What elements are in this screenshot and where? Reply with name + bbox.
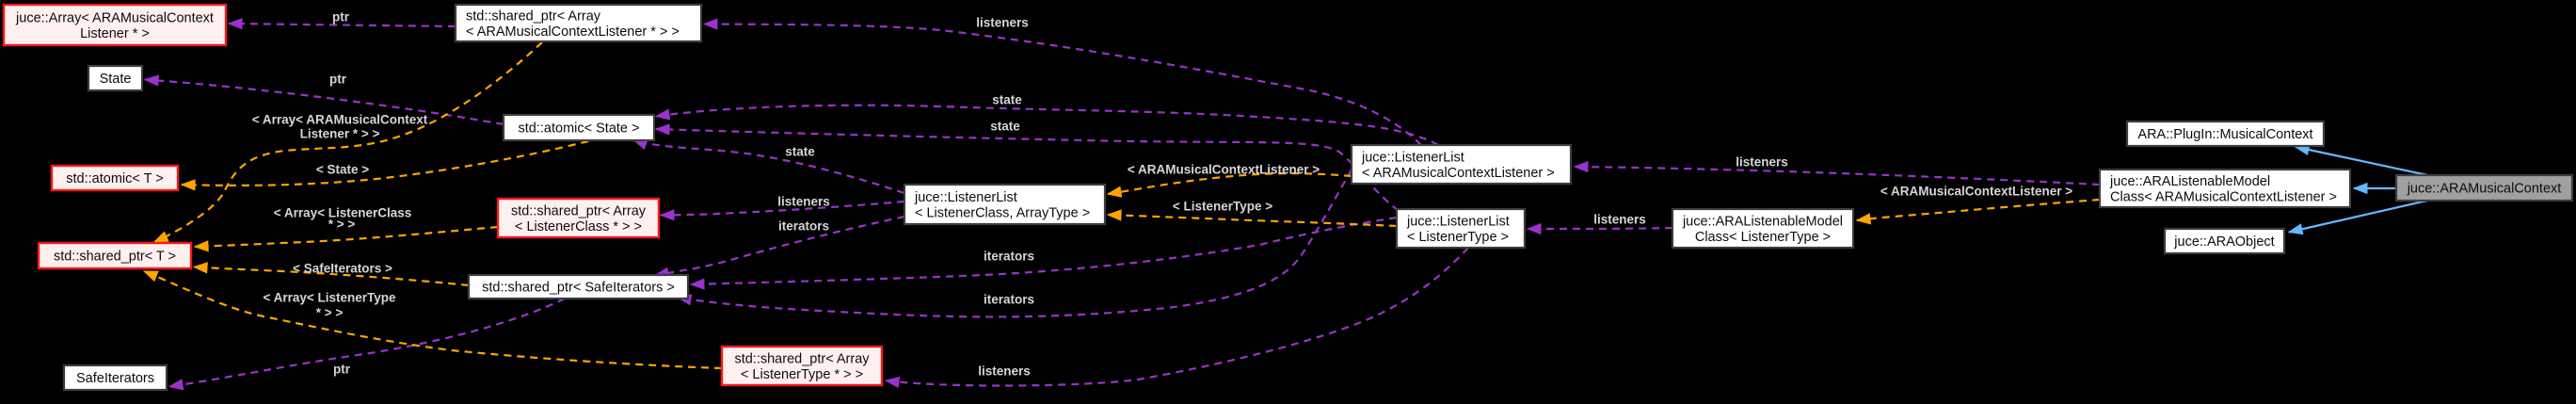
svg-text:iterators: iterators bbox=[778, 219, 829, 234]
svg-text:juce::ListenerList: juce::ListenerList bbox=[1361, 150, 1464, 165]
svg-text:juce::ARAMusicalContext: juce::ARAMusicalContext bbox=[2407, 182, 2562, 197]
svg-text:< Array< ListenerClass: < Array< ListenerClass bbox=[274, 206, 412, 220]
svg-text:juce::ListenerList: juce::ListenerList bbox=[1406, 214, 1510, 229]
svg-text:SafeIterators: SafeIterators bbox=[76, 371, 154, 386]
svg-text:listeners: listeners bbox=[1593, 213, 1646, 227]
svg-text:< ListenerType >: < ListenerType > bbox=[1173, 200, 1272, 214]
svg-text:listeners: listeners bbox=[976, 16, 1029, 30]
svg-text:juce::ARAObject: juce::ARAObject bbox=[2173, 234, 2274, 250]
svg-text:State: State bbox=[100, 72, 132, 87]
svg-text:ARA::PlugIn::MusicalContext: ARA::PlugIn::MusicalContext bbox=[2137, 127, 2312, 142]
svg-text:< SafeIterators >: < SafeIterators > bbox=[293, 262, 392, 276]
svg-text:state: state bbox=[990, 120, 1020, 134]
svg-text:std::shared_ptr< Array: std::shared_ptr< Array bbox=[511, 203, 647, 218]
svg-text:* > >: * > > bbox=[316, 306, 344, 320]
svg-text:listeners: listeners bbox=[1736, 155, 1788, 170]
svg-text:Class< ARAMusicalContextListen: Class< ARAMusicalContextListener > bbox=[2110, 189, 2337, 204]
svg-text:std::atomic< T >: std::atomic< T > bbox=[66, 171, 163, 186]
svg-text:< Array< ListenerType: < Array< ListenerType bbox=[263, 291, 396, 305]
svg-text:< ARAMusicalContextListener >: < ARAMusicalContextListener > bbox=[1362, 166, 1555, 181]
svg-text:< Array< ARAMusicalContext: < Array< ARAMusicalContext bbox=[252, 113, 428, 127]
svg-text:ptr: ptr bbox=[329, 73, 347, 87]
svg-text:Listener * > >: Listener * > > bbox=[300, 127, 380, 141]
svg-text:iterators: iterators bbox=[984, 250, 1034, 264]
svg-text:std::shared_ptr< T >: std::shared_ptr< T > bbox=[54, 250, 176, 265]
svg-text:< ListenerClass * > >: < ListenerClass * > > bbox=[515, 219, 642, 234]
svg-text:< ListenerClass, ArrayType >: < ListenerClass, ArrayType > bbox=[915, 205, 1090, 220]
svg-text:ptr: ptr bbox=[333, 363, 351, 377]
svg-text:* > >: * > > bbox=[328, 218, 356, 232]
svg-text:juce::ARAListenableModel: juce::ARAListenableModel bbox=[1682, 214, 1843, 229]
svg-text:std::shared_ptr< Array: std::shared_ptr< Array bbox=[734, 351, 870, 366]
svg-text:iterators: iterators bbox=[984, 293, 1034, 307]
svg-text:< ARAMusicalContextListener >: < ARAMusicalContextListener > bbox=[1128, 163, 1320, 177]
svg-text:juce::ARAListenableModel: juce::ARAListenableModel bbox=[2109, 174, 2270, 189]
svg-text:std::shared_ptr< SafeIterators: std::shared_ptr< SafeIterators > bbox=[482, 281, 675, 296]
svg-text:std::atomic< State >: std::atomic< State > bbox=[519, 121, 640, 137]
svg-text:ptr: ptr bbox=[332, 10, 350, 24]
svg-text:Listener * >: Listener * > bbox=[80, 26, 150, 41]
svg-text:Class< ListenerType >: Class< ListenerType > bbox=[1695, 230, 1831, 245]
svg-text:< ListenerType >: < ListenerType > bbox=[1407, 230, 1509, 245]
svg-text:< ARAMusicalContextListener *: < ARAMusicalContextListener * > > bbox=[466, 24, 680, 40]
svg-text:< State >: < State > bbox=[316, 163, 369, 177]
svg-text:juce::ListenerList: juce::ListenerList bbox=[914, 190, 1017, 205]
svg-text:juce::Array< ARAMusicalContext: juce::Array< ARAMusicalContext bbox=[15, 10, 214, 25]
svg-text:std::shared_ptr< Array: std::shared_ptr< Array bbox=[466, 8, 601, 24]
svg-text:state: state bbox=[785, 145, 815, 159]
svg-text:state: state bbox=[992, 93, 1022, 107]
svg-text:listeners: listeners bbox=[978, 364, 1031, 379]
svg-text:< ARAMusicalContextListener >: < ARAMusicalContextListener > bbox=[1880, 185, 2072, 199]
svg-text:< ListenerType * > >: < ListenerType * > > bbox=[741, 367, 863, 382]
svg-text:listeners: listeners bbox=[777, 195, 830, 209]
